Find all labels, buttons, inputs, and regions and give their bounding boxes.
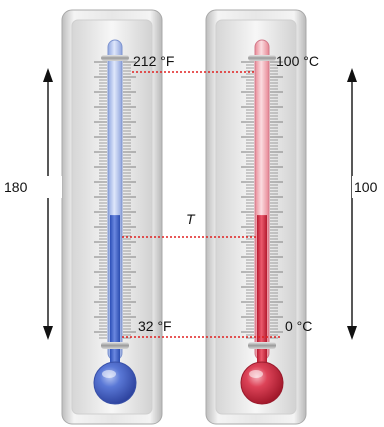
celsius-bulb bbox=[240, 361, 284, 405]
celsius-bottom-clamp bbox=[248, 342, 276, 349]
fahrenheit-bulb-highlight bbox=[102, 370, 116, 378]
fahrenheit-bulb bbox=[93, 361, 137, 405]
celsius-range-arrow bbox=[347, 68, 357, 340]
celsius-bottom-label: 0 °C bbox=[285, 318, 312, 334]
celsius-scale-ticks bbox=[241, 61, 283, 339]
fahrenheit-range-arrow bbox=[43, 68, 53, 340]
connector-lines bbox=[122, 71, 282, 338]
celsius-thermometer bbox=[205, 9, 307, 425]
celsius-range-label-bg bbox=[352, 176, 384, 198]
celsius-top-clamp bbox=[248, 55, 276, 61]
fahrenheit-thermometer bbox=[61, 9, 163, 425]
fahrenheit-bottom-clamp bbox=[101, 342, 129, 349]
fahrenheit-range-label: 180 bbox=[4, 179, 28, 195]
celsius-liquid-column bbox=[257, 215, 267, 367]
fahrenheit-liquid-column bbox=[110, 215, 120, 367]
fahrenheit-top-label: 212 °F bbox=[133, 53, 174, 69]
temperature-label: T bbox=[186, 211, 196, 227]
fahrenheit-scale-ticks bbox=[94, 61, 136, 339]
celsius-bulb-highlight bbox=[249, 370, 263, 378]
celsius-top-label: 100 °C bbox=[276, 53, 319, 69]
celsius-range-label: 100 bbox=[354, 179, 378, 195]
fahrenheit-top-clamp bbox=[101, 55, 129, 61]
fahrenheit-range-label-bg bbox=[34, 176, 62, 198]
fahrenheit-bottom-label: 32 °F bbox=[138, 318, 172, 334]
